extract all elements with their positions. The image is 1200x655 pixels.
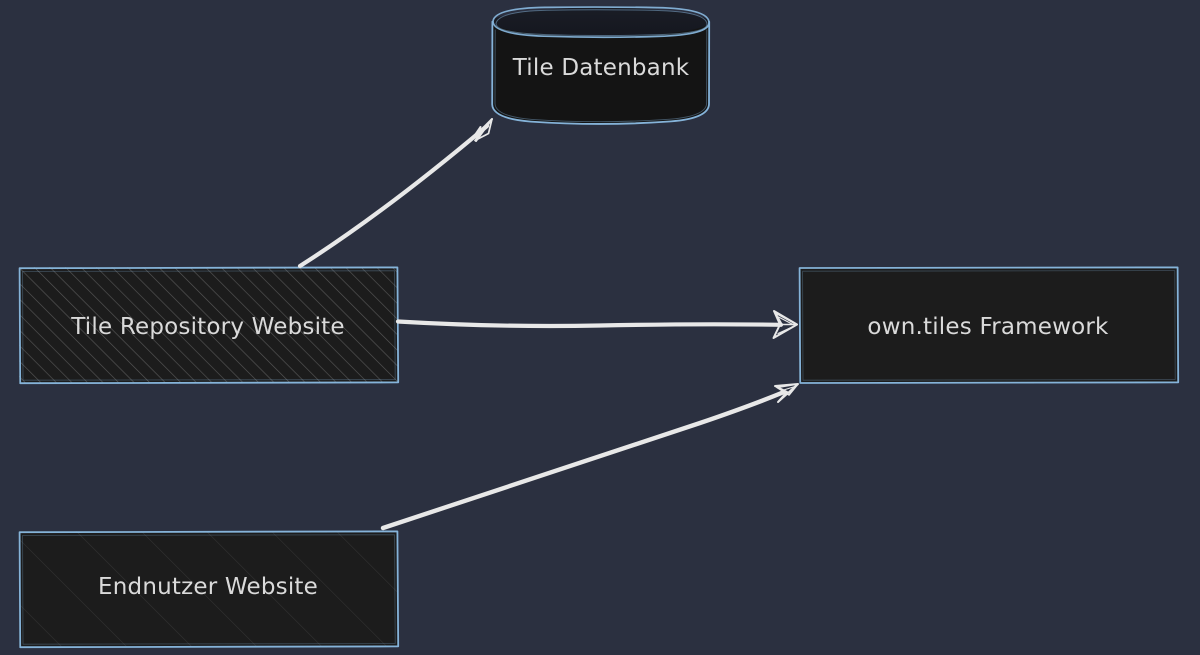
- edge-repo-to-datenbank[interactable]: [297, 118, 493, 269]
- edge-endnutzer-to-framework[interactable]: [380, 383, 799, 531]
- edge-repo-to-framework[interactable]: [395, 310, 798, 339]
- node-endnutzer-website[interactable]: [18, 530, 400, 649]
- node-tile-repository-website[interactable]: [18, 266, 400, 385]
- node-own-tiles-framework[interactable]: [798, 266, 1180, 384]
- node-tile-datenbank[interactable]: [491, 6, 711, 125]
